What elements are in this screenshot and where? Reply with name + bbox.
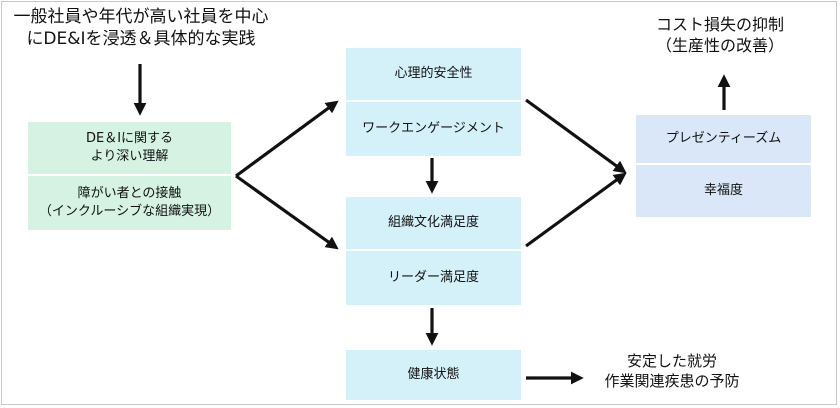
box-work-engagement: ワークエンゲージメント bbox=[346, 102, 521, 156]
box-dei-understanding-line-2: より深い理解 bbox=[90, 149, 169, 164]
arrow-left-to-psychological-safety bbox=[235, 100, 339, 178]
outcome-productivity-line-2: （生産性の改善） bbox=[655, 36, 784, 56]
initiative-label-line-1: 一般社員や年代が高い社員を中心 bbox=[13, 7, 269, 27]
box-psychological-safety: 心理的安全性 bbox=[346, 48, 521, 100]
box-disability-contact: 障がい者との接触 （インクルーシブな組織実現） bbox=[28, 176, 231, 230]
initiative-label-line-2: にDE&Iを浸透＆具体的な実践 bbox=[26, 29, 256, 50]
outcome-stable-work-label: 安定した就労 作業関連疾患の予防 bbox=[572, 352, 772, 392]
box-psychological-safety-label: 心理的安全性 bbox=[394, 66, 473, 82]
box-leader-satisfaction: リーダー満足度 bbox=[346, 251, 521, 305]
box-wellbeing: 幸福度 bbox=[636, 165, 811, 217]
box-wellbeing-label: 幸福度 bbox=[703, 183, 743, 199]
right-box-separator bbox=[636, 163, 811, 165]
arrow-center-top-to-right bbox=[525, 98, 627, 174]
box-org-culture-satisfaction: 組織文化満足度 bbox=[346, 197, 521, 249]
box-disability-contact-line-2: （インクルーシブな組織実現） bbox=[38, 204, 221, 219]
initiative-label: 一般社員や年代が高い社員を中心 にDE&Iを浸透＆具体的な実践 bbox=[10, 6, 272, 51]
outcome-productivity-label: コスト損失の抑制 （生産性の改善） bbox=[600, 14, 840, 56]
box-work-engagement-label: ワークエンゲージメント bbox=[362, 121, 505, 137]
center-top-separator bbox=[346, 100, 521, 102]
box-presenteeism: プレゼンティーズム bbox=[636, 115, 811, 163]
box-leader-satisfaction-label: リーダー満足度 bbox=[387, 270, 479, 286]
box-dei-understanding-line-1: DE＆Iに関する bbox=[85, 131, 174, 147]
box-disability-contact-line-1: 障がい者との接触 bbox=[77, 186, 182, 202]
left-box-separator bbox=[28, 174, 231, 176]
outcome-stable-work-line-2: 作業関連疾患の予防 bbox=[604, 371, 740, 390]
box-presenteeism-label: プレゼンティーズム bbox=[665, 131, 782, 147]
box-dei-understanding: DE＆Iに関する より深い理解 bbox=[28, 122, 231, 174]
arrow-left-to-org-culture bbox=[235, 174, 339, 250]
arrow-center-mid-to-right bbox=[525, 172, 627, 248]
box-health-status: 健康状態 bbox=[346, 350, 521, 400]
box-health-status-label: 健康状態 bbox=[407, 367, 460, 383]
center-mid-separator bbox=[346, 249, 521, 251]
outcome-productivity-line-1: コスト損失の抑制 bbox=[655, 15, 784, 34]
box-org-culture-satisfaction-label: 組織文化満足度 bbox=[387, 215, 479, 231]
outcome-stable-work-line-1: 安定した就労 bbox=[626, 352, 717, 370]
